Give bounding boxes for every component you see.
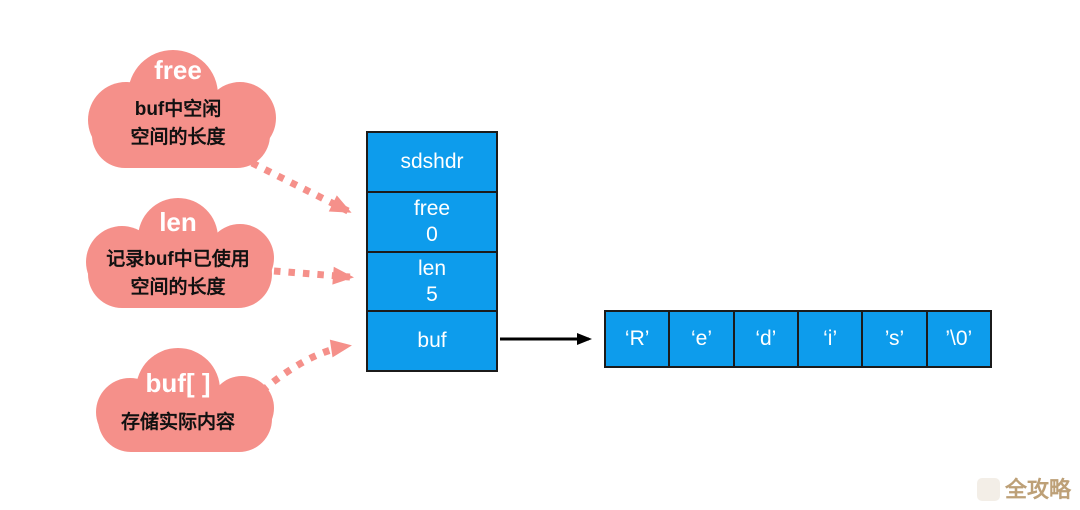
char-cell-R-text: ‘R’ — [624, 327, 650, 350]
stack-cell-len: len 5 — [368, 251, 496, 310]
char-array: ‘R’ ‘e’ ‘d’ ‘i’ ’s’ ’\0’ — [604, 310, 992, 368]
stack-cell-len-value: 5 — [426, 282, 438, 306]
char-cell-e: ‘e’ — [668, 312, 732, 366]
stack-cell-len-label: len — [417, 256, 447, 280]
cloud-len-shape — [86, 198, 274, 308]
stack-cell-sdshdr: sdshdr — [368, 133, 496, 191]
char-cell-s-text: ’s’ — [884, 327, 905, 350]
stack-cell-buf: buf — [368, 310, 496, 370]
char-cell-d-text: ‘d’ — [755, 327, 777, 350]
char-cell-nul: ’\0’ — [925, 312, 990, 366]
watermark-text: 全攻略 — [1005, 477, 1072, 502]
char-cell-i-text: ‘i’ — [823, 327, 838, 350]
char-cell-e-text: ‘e’ — [690, 327, 712, 350]
stack-cell-buf-label: buf — [417, 329, 447, 352]
cloud-free-shape — [88, 50, 276, 168]
watermark-logo — [977, 478, 1000, 501]
sdshdr-struct: sdshdr free 0 len 5 buf — [366, 131, 498, 372]
arrow-len-to-cell — [273, 266, 354, 285]
cloud-buf-shape — [96, 348, 274, 452]
char-cell-nul-text: ’\0’ — [945, 327, 973, 350]
arrow-buf-to-cell — [259, 339, 352, 394]
stack-cell-free-label: free — [413, 197, 451, 220]
char-cell-s: ’s’ — [861, 312, 925, 366]
stack-cell-sdshdr-label: sdshdr — [400, 150, 464, 173]
char-cell-R: ‘R’ — [606, 312, 668, 366]
char-cell-d: ‘d’ — [732, 312, 797, 366]
arrow-free-to-cell — [250, 159, 352, 215]
stack-cell-free-value: 0 — [426, 223, 438, 246]
char-cell-i: ‘i’ — [796, 312, 861, 366]
stack-cell-free: free 0 — [368, 191, 496, 251]
